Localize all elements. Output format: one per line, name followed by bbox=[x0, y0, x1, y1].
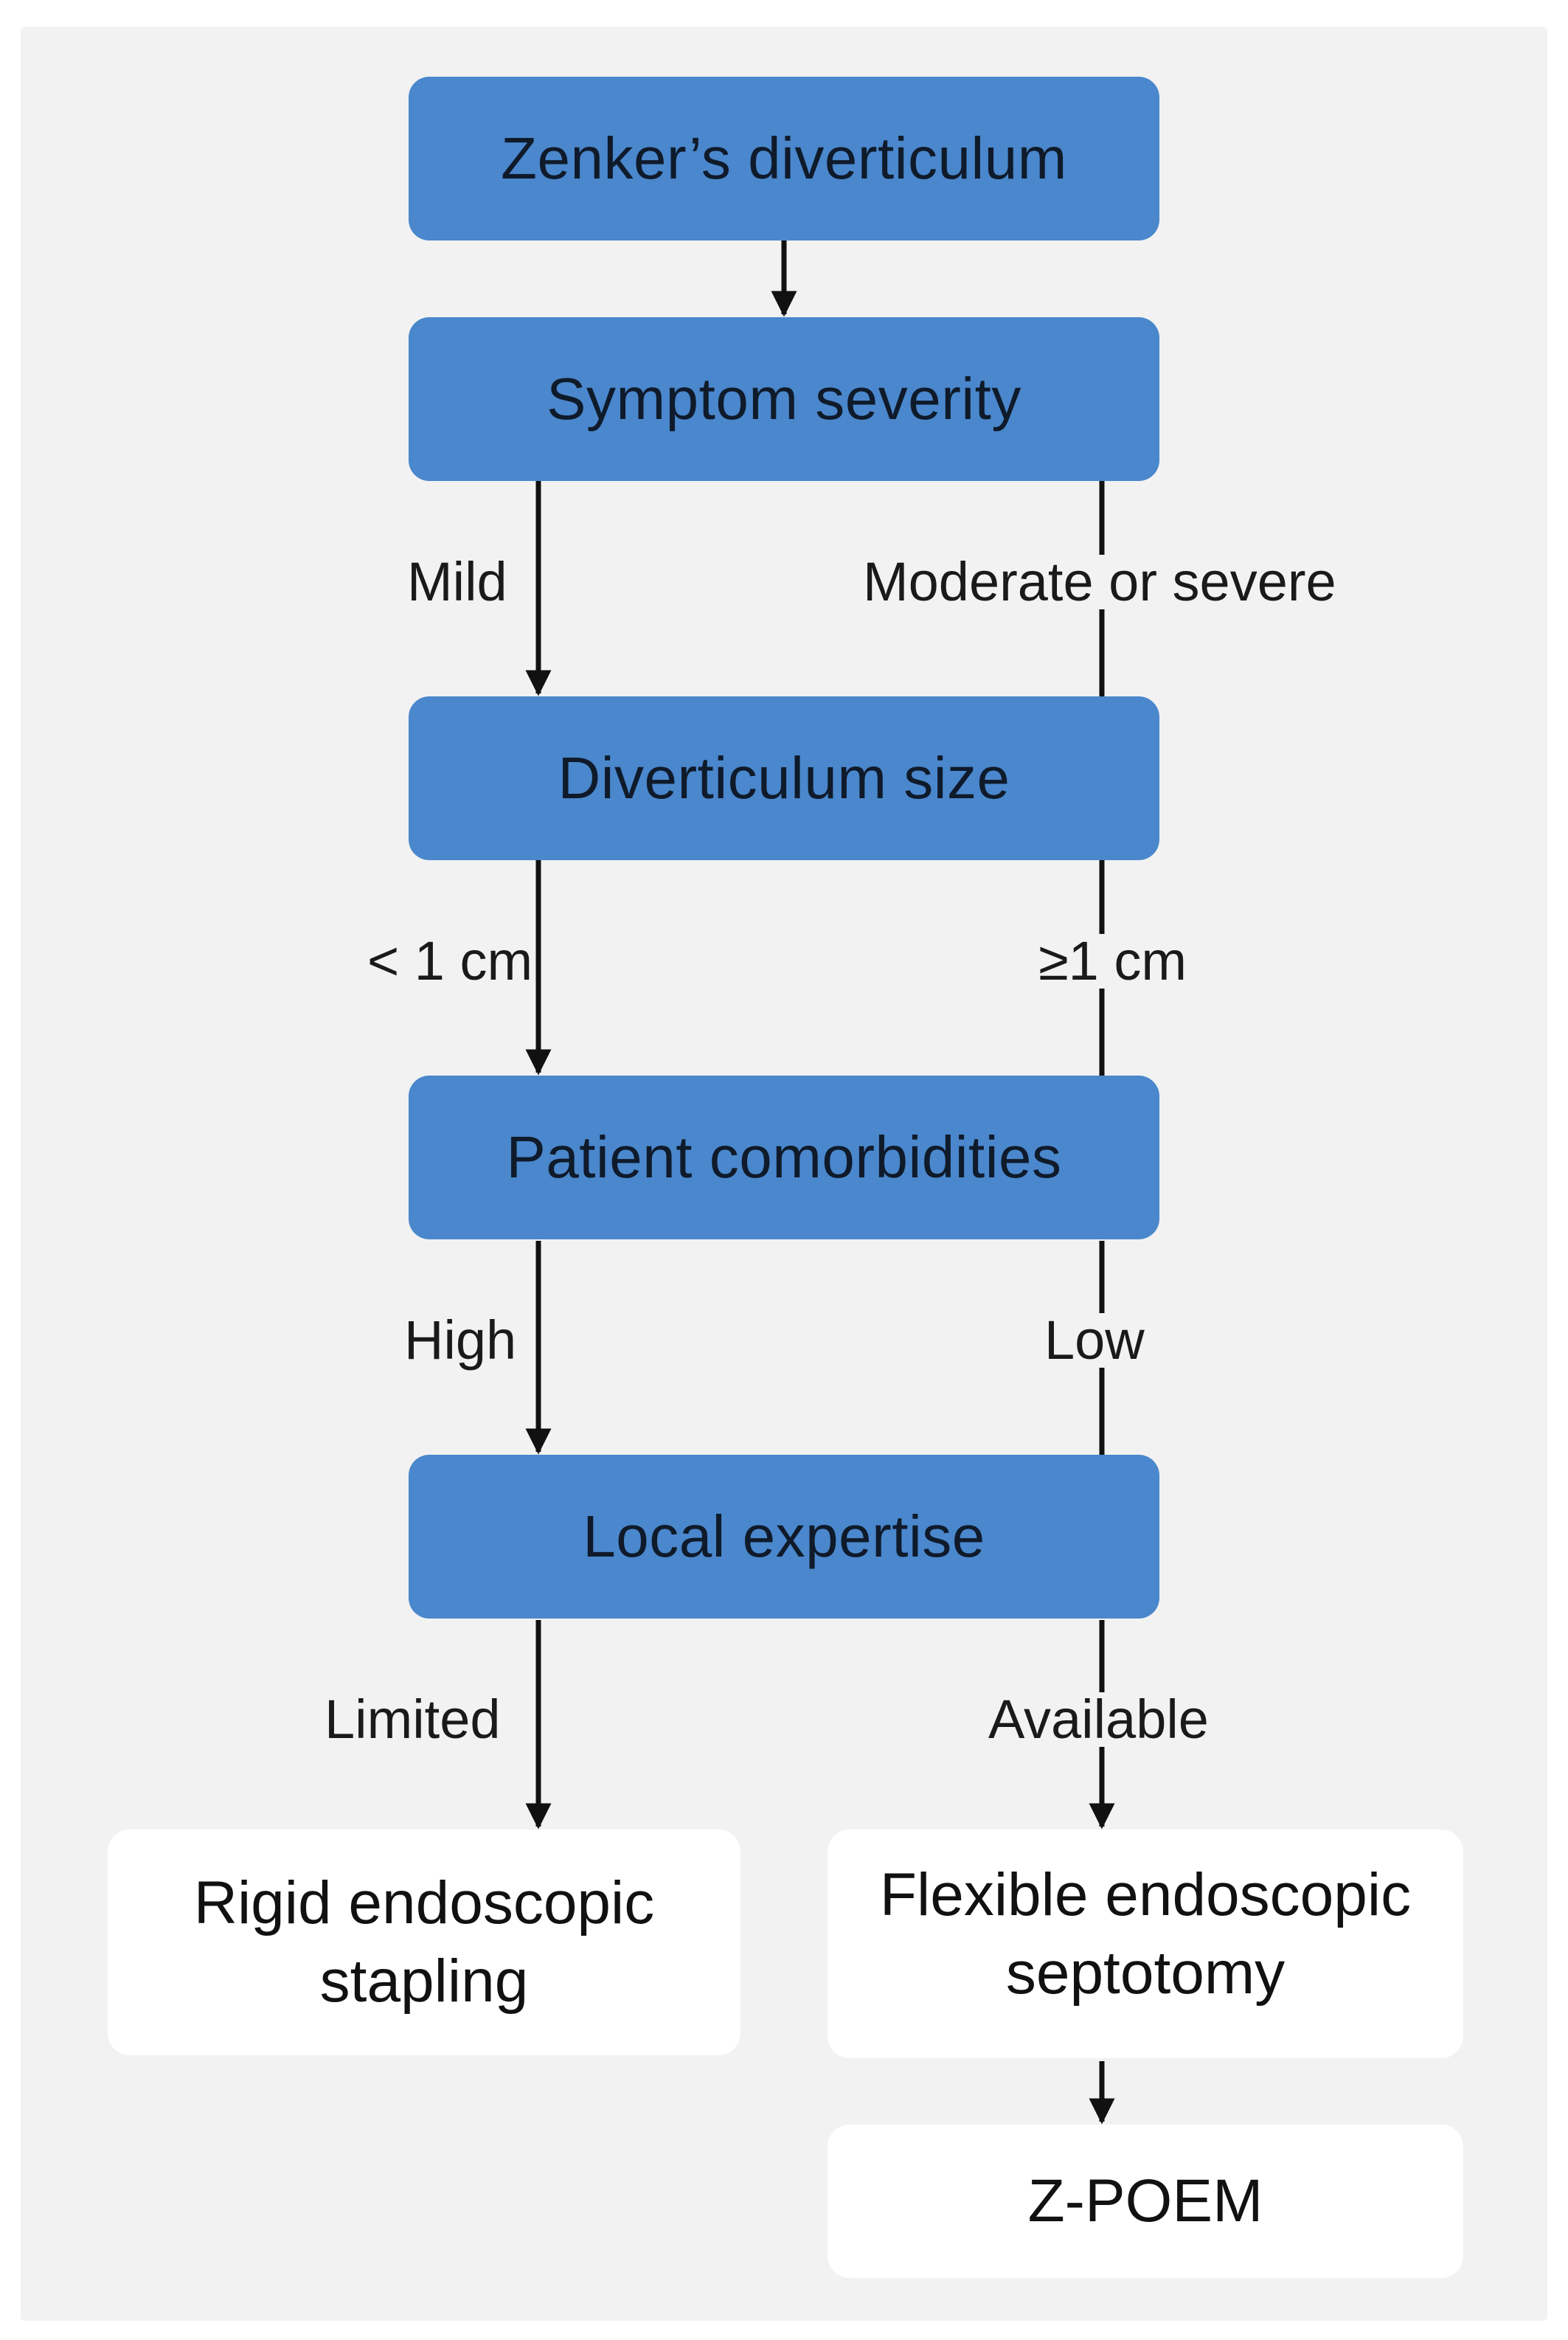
edge-label-high: High bbox=[404, 1309, 517, 1371]
outcome-line: Z-POEM bbox=[1027, 2167, 1263, 2235]
node-label: Zenker’s diverticulum bbox=[501, 125, 1067, 191]
node-local-expertise: Local expertise bbox=[409, 1455, 1159, 1619]
outcome-line: septotomy bbox=[1005, 1939, 1286, 2007]
outcome-line: stapling bbox=[319, 1948, 529, 2015]
node-symptom-severity: Symptom severity bbox=[409, 317, 1159, 481]
node-patient-comorbidities: Patient comorbidities bbox=[409, 1076, 1159, 1239]
edge-label-moderate-severe: Moderate or severe bbox=[856, 555, 1344, 609]
node-label: Diverticulum size bbox=[558, 745, 1010, 811]
edge-label-limited: Limited bbox=[325, 1689, 501, 1750]
node-label: Local expertise bbox=[583, 1503, 985, 1569]
outcome-line: Flexible endoscopic bbox=[879, 1861, 1412, 1928]
node-label: Symptom severity bbox=[547, 366, 1021, 432]
node-zenkers-diverticulum: Zenker’s diverticulum bbox=[409, 77, 1159, 240]
outcome-flexible-endoscopic-septotomy: Flexible endoscopic septotomy bbox=[828, 1830, 1463, 2058]
edge-label-lt-1cm: < 1 cm bbox=[367, 930, 533, 991]
edge-label-low: Low bbox=[1037, 1313, 1152, 1368]
outcome-z-poem: Z-POEM bbox=[828, 2125, 1463, 2278]
node-diverticulum-size: Diverticulum size bbox=[409, 696, 1159, 860]
node-label: Patient comorbidities bbox=[506, 1124, 1062, 1190]
edge-label-ge-1cm: ≥1 cm bbox=[1031, 934, 1194, 989]
outcome-rigid-endoscopic-stapling: Rigid endoscopic stapling bbox=[108, 1830, 740, 2055]
outcome-line: Rigid endoscopic bbox=[193, 1869, 655, 1936]
edge-label-mild: Mild bbox=[407, 551, 507, 612]
edge-label-available: Available bbox=[981, 1692, 1216, 1747]
